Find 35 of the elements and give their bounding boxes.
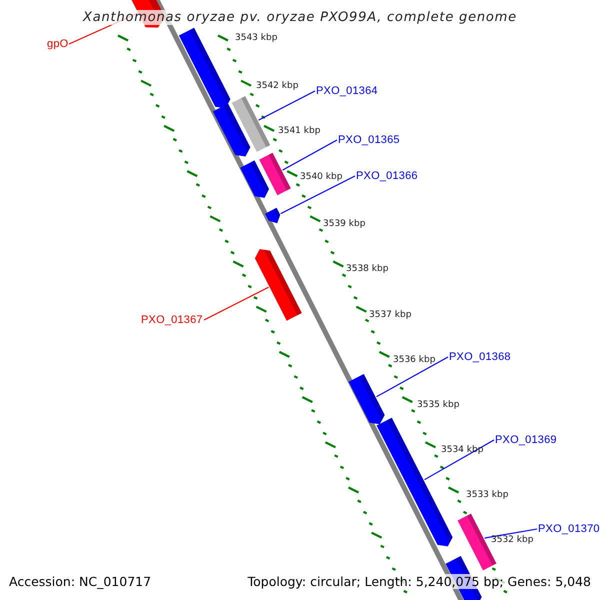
gene-label: PXO_01370 <box>538 523 600 535</box>
gene-segment <box>265 208 280 224</box>
leader-line <box>424 440 494 480</box>
scale-label: 3536 kbp <box>393 355 436 365</box>
scale-label: 3535 kbp <box>417 400 460 410</box>
leader-line <box>258 90 316 121</box>
gene-segment <box>348 374 385 424</box>
gene-segment <box>254 249 302 321</box>
scale-label: 3532 kbp <box>491 535 534 545</box>
gene-segment <box>240 160 269 198</box>
scale-label: 3542 kbp <box>256 81 298 91</box>
accession-text: Accession: NC_010717 <box>9 574 152 589</box>
genome-stats-text: Topology: circular; Length: 5,240,075 bp; Genes: 5,048 <box>248 574 591 589</box>
gene-segment <box>232 96 270 152</box>
scale-label: 3537 kbp <box>369 310 412 320</box>
gene-label: PXO_01367 <box>141 314 203 326</box>
scale-label: 3540 kbp <box>300 172 342 182</box>
gene-label: PXO_01366 <box>356 170 418 182</box>
gene-label: PXO_01369 <box>495 434 557 446</box>
leader-line <box>376 356 448 398</box>
gene-label: gpO <box>47 38 68 50</box>
scale-label: 3533 kbp <box>466 490 508 500</box>
gene-label: PXO_01368 <box>449 351 511 363</box>
gene-segment <box>259 152 291 196</box>
gene-label: PXO_01365 <box>338 134 400 146</box>
scale-label: 3538 kbp <box>346 264 388 274</box>
scale-label: 3539 kbp <box>323 219 366 229</box>
gene-label: PXO_01364 <box>316 85 378 97</box>
genome-title: Xanthomonas oryzae pv. oryzae PXO99A, complete genome <box>83 10 517 25</box>
leader-line <box>282 140 338 171</box>
gene-segment <box>178 28 230 108</box>
scale-label: 3541 kbp <box>278 126 320 136</box>
gene-segment <box>212 104 250 156</box>
leader-line <box>280 176 356 214</box>
leader-line <box>484 528 538 539</box>
